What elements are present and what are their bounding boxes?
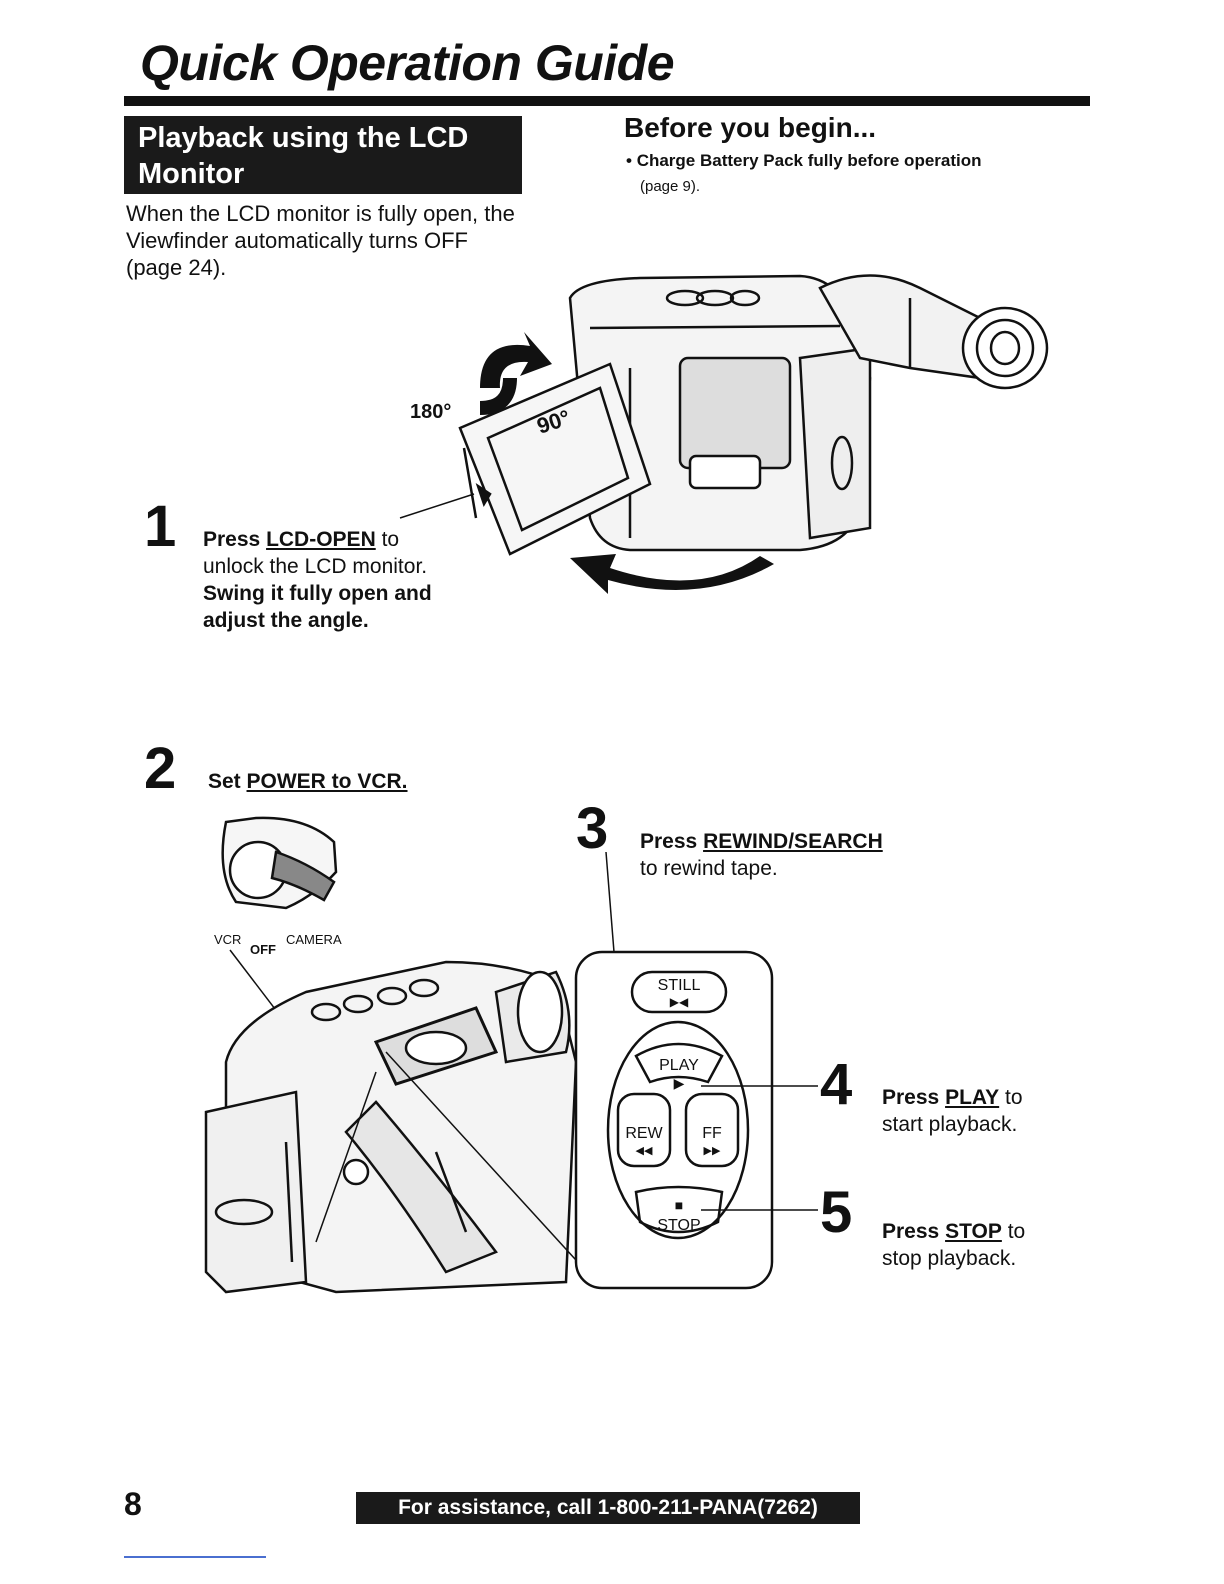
play-key: PLAY: [945, 1086, 1000, 1109]
stop-icon: ■: [675, 1197, 683, 1213]
playback-controls-illustration: VCR OFF CAMERA STILL ▶◀ PLAY ▶ REW ◀◀ FF…: [204, 816, 818, 1294]
intro-text: When the LCD monitor is fully open, the …: [126, 200, 566, 281]
step-5-text: Press STOP to stop playback.: [882, 1220, 1026, 1270]
before-you-begin-page: (page 9).: [640, 178, 701, 195]
intro-line2: Viewfinder automatically turns OFF: [126, 228, 468, 253]
rew-icon: ◀◀: [636, 1145, 653, 1157]
dial-vcr-label: VCR: [214, 932, 241, 947]
step-1-number: 1: [144, 494, 177, 559]
rew-button-label: REW: [625, 1125, 663, 1142]
angle-180-label: 180°: [410, 401, 451, 423]
stop-key: STOP: [945, 1220, 1002, 1243]
step-1-text: Press LCD-OPEN to unlock the LCD monitor…: [203, 528, 432, 632]
before-you-begin-title: Before you begin...: [624, 112, 877, 143]
still-button-label: STILL: [658, 977, 701, 994]
section-heading-line2: Monitor: [138, 158, 245, 190]
step-4-text: Press PLAY to start playback.: [882, 1086, 1023, 1136]
intro-line3: (page 24).: [126, 255, 227, 280]
ff-icon: ▶▶: [704, 1145, 721, 1157]
rewind-search-key: REWIND/SEARCH: [703, 830, 883, 853]
still-icon: ▶◀: [670, 995, 689, 1009]
play-button-label: PLAY: [659, 1057, 699, 1074]
section-heading: Playback using the LCD Monitor: [124, 116, 522, 194]
intro-line1: When the LCD monitor is fully open, the: [126, 201, 515, 226]
step-2-number: 2: [144, 736, 177, 801]
play-icon: ▶: [674, 1075, 685, 1091]
page-number: 8: [124, 1486, 142, 1522]
title-rule: [124, 96, 1090, 106]
before-you-begin-item: • Charge Battery Pack fully before opera…: [626, 148, 1066, 200]
section-heading-line1: Playback using the LCD: [138, 122, 469, 154]
lcd-open-key: LCD-OPEN: [266, 528, 376, 551]
step-2-text: Set POWER to VCR.: [208, 770, 408, 793]
assistance-banner: For assistance, call 1-800-211-PANA(7262…: [356, 1492, 860, 1524]
before-you-begin-text: Charge Battery Pack fully before operati…: [636, 151, 982, 170]
ff-button-label: FF: [702, 1125, 722, 1142]
step-4-number: 4: [820, 1052, 853, 1117]
dial-camera-label: CAMERA: [286, 932, 342, 947]
power-vcr-key: POWER to VCR.: [246, 770, 408, 793]
step-3-text: Press REWIND/SEARCH to rewind tape.: [640, 830, 883, 880]
camcorder-lcd-illustration: 180° 90°: [399, 274, 1049, 594]
page-title: Quick Operation Guide: [140, 35, 675, 91]
step-3-number: 3: [576, 796, 609, 861]
dial-off-label: OFF: [250, 942, 276, 957]
step-5-number: 5: [820, 1180, 853, 1245]
stop-button-label: STOP: [657, 1217, 700, 1234]
footer-rule: [124, 1556, 266, 1558]
